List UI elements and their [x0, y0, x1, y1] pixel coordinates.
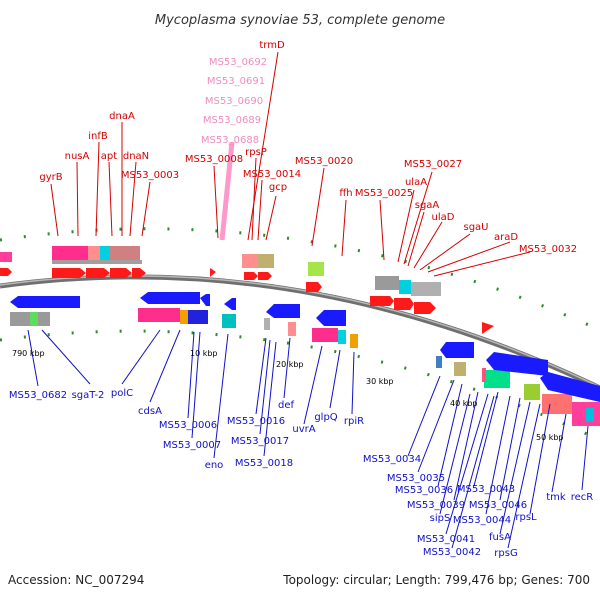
top-label-14: ulaA — [405, 177, 427, 188]
top-label-7: MS53_0008 — [185, 154, 243, 165]
rna-cluster-spoke — [219, 141, 235, 241]
top-leader-lines — [50, 51, 531, 277]
top-label-2: infB — [88, 131, 108, 142]
gene-blocks-bottom — [10, 308, 600, 426]
bottom-label-20: sipS — [430, 513, 451, 524]
top-label-3: apt — [101, 151, 117, 162]
top-label-18: sgaU — [463, 222, 488, 233]
scale-label-2: 20 kbp — [276, 360, 304, 369]
rna-label-1: MS53_0691 — [207, 76, 265, 87]
arrows-top-strand — [0, 268, 494, 334]
bottom-label-3: cdsA — [138, 406, 162, 417]
top-label-16: sgaA — [415, 200, 440, 211]
bottom-label-22: rpsL — [515, 512, 537, 523]
top-label-1: nusA — [65, 151, 90, 162]
rna-label-2: MS53_0690 — [205, 96, 263, 107]
genome-backbone-highlight — [0, 275, 600, 388]
bottom-label-0: MS53_0682 — [9, 390, 67, 401]
rna-label-0: MS53_0692 — [209, 57, 267, 68]
bottom-label-19: MS53_0046 — [469, 500, 527, 511]
top-label-5: dnaN — [123, 151, 149, 162]
bottom-label-28: recR — [571, 492, 594, 503]
top-label-20: MS53_0032 — [519, 244, 577, 255]
top-label-19: araD — [494, 232, 518, 243]
scale-label-4: 40 kbp — [450, 399, 478, 408]
top-label-4: dnaA — [109, 111, 135, 122]
topology-footer: Topology: circular; Length: 799,476 bp; … — [283, 573, 590, 587]
bottom-label-16: MS53_0036 — [395, 485, 453, 496]
bottom-label-27: tmk — [546, 492, 566, 503]
top-label-21: trmD — [259, 40, 285, 51]
bottom-leader-lines — [27, 329, 589, 549]
bottom-label-17: MS53_0043 — [457, 484, 515, 495]
accession-footer: Accession: NC_007294 — [8, 573, 145, 587]
bottom-label-24: fusA — [489, 532, 511, 543]
top-label-17: ulaD — [432, 212, 455, 223]
map-title: Mycoplasma synoviae 53, complete genome — [155, 13, 445, 28]
scale-label-3: 30 kbp — [366, 377, 394, 386]
bottom-label-18: MS53_0039 — [407, 500, 465, 511]
top-label-15: MS53_0027 — [404, 159, 462, 170]
top-label-12: ffh — [339, 188, 352, 199]
top-label-6: MS53_0003 — [121, 170, 179, 181]
bottom-label-26: rpsG — [494, 548, 517, 559]
bottom-label-4: MS53_0006 — [159, 420, 217, 431]
top-label-10: gcp — [269, 182, 287, 193]
scale-label-0: 790 kbp — [12, 349, 45, 358]
scale-label-1: 10 kbp — [190, 349, 218, 358]
genome-backbone — [0, 274, 600, 391]
bottom-label-12: glpQ — [314, 412, 337, 423]
scale-label-5: 50 kbp — [536, 433, 564, 442]
top-label-0: gyrB — [39, 172, 62, 183]
rna-label-3: MS53_0689 — [203, 115, 261, 126]
bottom-label-14: MS53_0034 — [363, 454, 421, 465]
bottom-label-8: def — [278, 400, 295, 411]
bottom-label-1: sgaT-2 — [72, 390, 105, 401]
bottom-label-23: MS53_0041 — [417, 534, 475, 545]
arrows-bottom-strand — [10, 292, 600, 402]
rna-label-4: MS53_0688 — [201, 135, 259, 146]
bottom-label-2: polC — [111, 388, 133, 399]
top-label-11: MS53_0020 — [295, 156, 353, 167]
bottom-label-15: MS53_0035 — [387, 473, 445, 484]
top-label-9: MS53_0014 — [243, 169, 301, 180]
scale-labels: 790 kbp 10 kbp 20 kbp 30 kbp 40 kbp 50 kbp — [12, 349, 564, 442]
gene-blocks-top — [0, 246, 441, 296]
bottom-label-13: rpiR — [344, 416, 364, 427]
bottom-label-11: uvrA — [292, 424, 315, 435]
bottom-labels: MS53_0682 sgaT-2 polC cdsA MS53_0006MS53_000… — [9, 388, 593, 559]
bottom-label-7: MS53_0016 — [227, 416, 285, 427]
bottom-label-9: MS53_0017 — [231, 436, 289, 447]
bottom-label-6: eno — [205, 460, 224, 471]
top-label-8: rpsP — [245, 147, 267, 158]
bottom-label-5: MS53_0007 — [163, 440, 221, 451]
bottom-label-10: MS53_0018 — [235, 458, 293, 469]
rna-labels: MS53_0692MS53_0691MS53_0690MS53_0689MS53… — [201, 57, 267, 146]
bottom-label-25: MS53_0042 — [423, 547, 481, 558]
bottom-label-21: MS53_0044 — [453, 515, 511, 526]
top-label-13: MS53_0025 — [355, 188, 413, 199]
